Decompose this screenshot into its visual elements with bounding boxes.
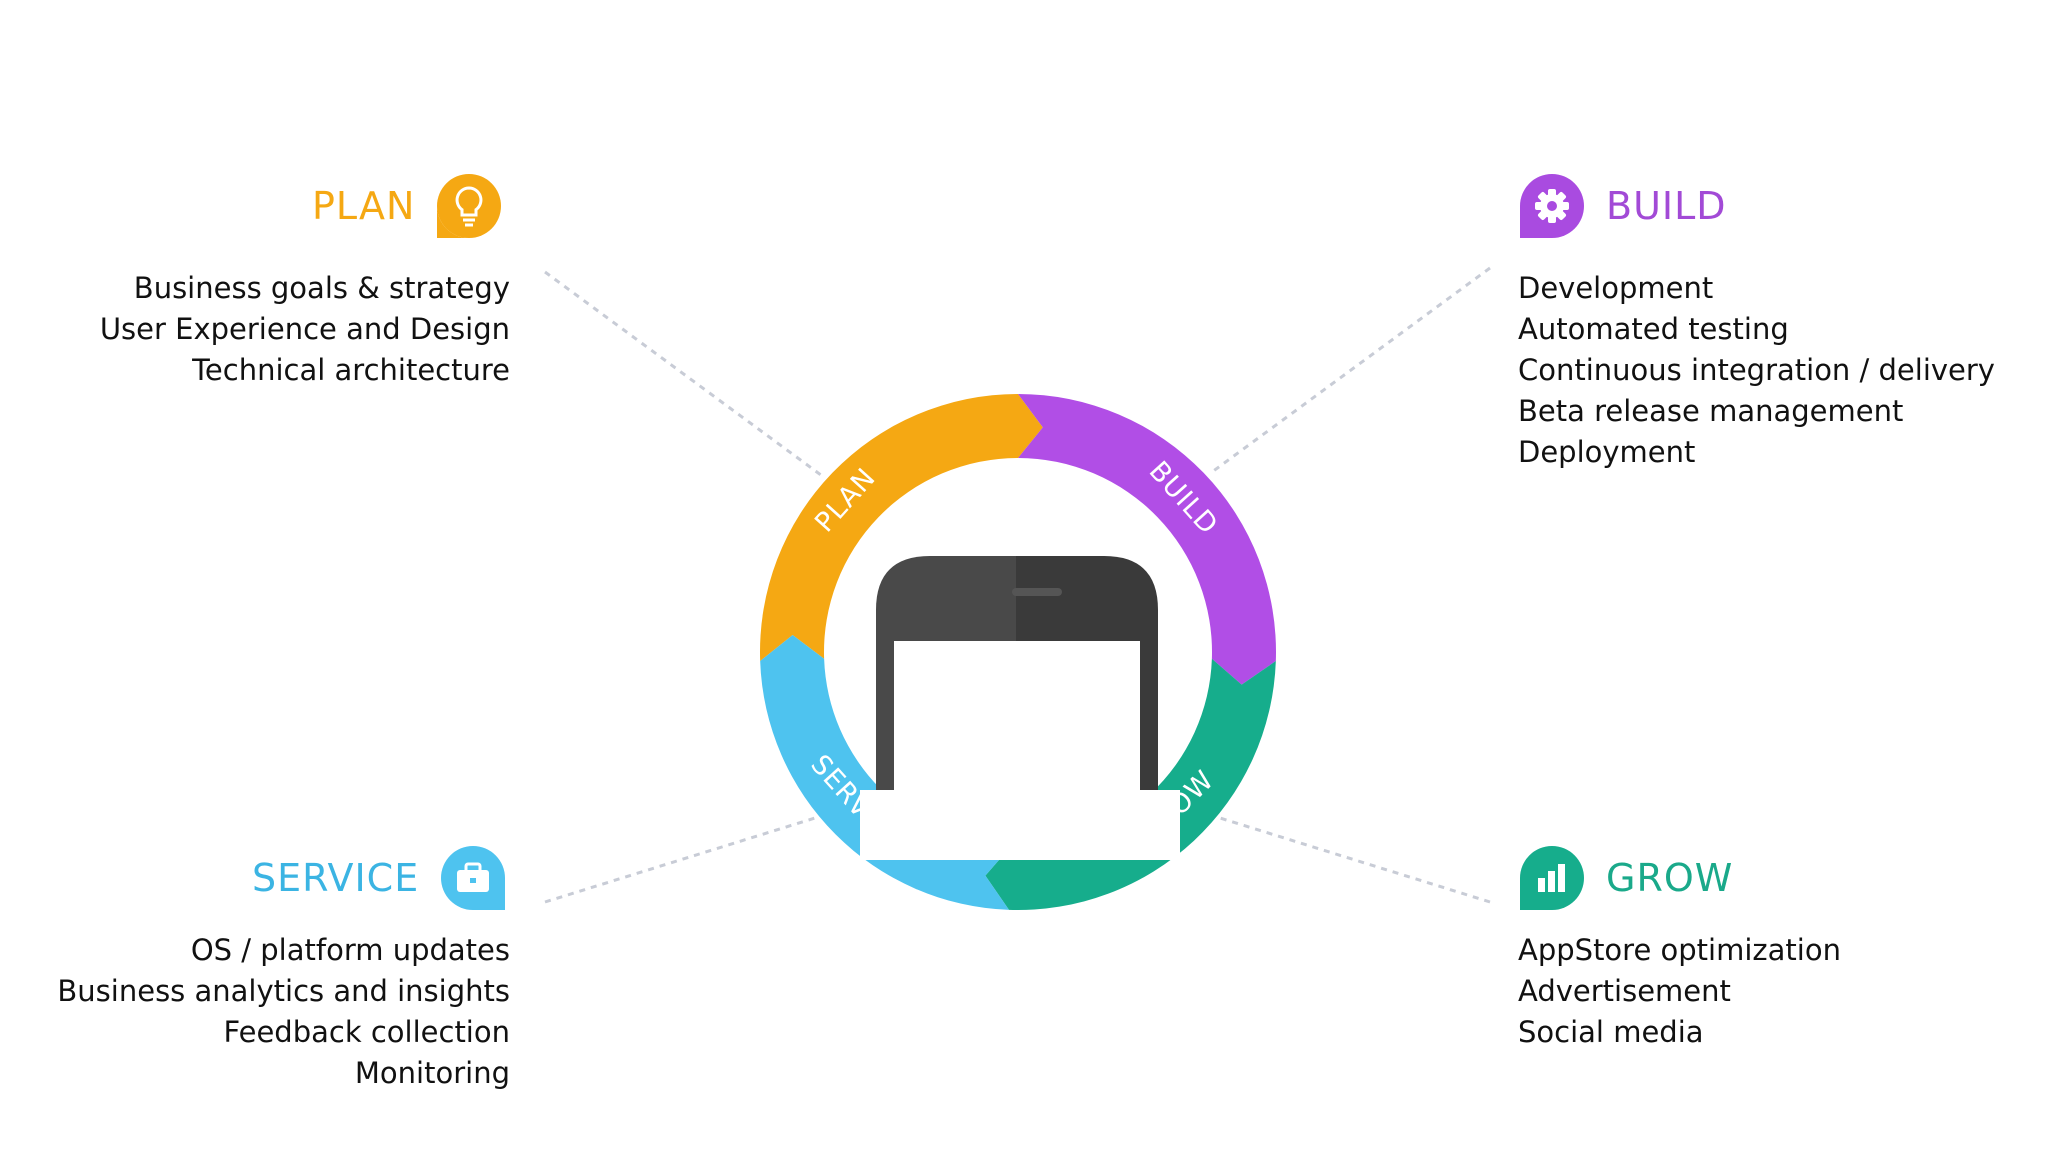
ring-segment-plan (760, 394, 1043, 662)
list-item: Business analytics and insights (57, 974, 510, 1008)
briefcase-icon (439, 844, 507, 912)
service-list: OS / platform updates Business analytics… (57, 930, 510, 1094)
list-item: Business goals & strategy (133, 271, 510, 305)
list-item: Deployment (1518, 435, 1696, 469)
phone-bottom-mask (860, 790, 1180, 860)
connector-plan (544, 270, 826, 480)
list-item: OS / platform updates (190, 933, 510, 967)
grow-header: GROW (1518, 844, 1733, 912)
list-item: Technical architecture (192, 353, 510, 387)
gear-icon (1518, 172, 1586, 240)
list-item: Advertisement (1518, 974, 1731, 1008)
plan-title: PLAN (312, 184, 416, 228)
build-title: BUILD (1606, 184, 1727, 228)
connector-service (544, 816, 816, 904)
grow-title: GROW (1606, 856, 1734, 900)
list-item: User Experience and Design (99, 312, 510, 346)
service-title: SERVICE (252, 856, 420, 900)
service-header: SERVICE (252, 844, 507, 912)
connector-grow (1219, 816, 1491, 904)
list-item: Beta release management (1518, 394, 1904, 428)
build-list: Development Automated testing Continuous… (1518, 268, 1995, 473)
plan-header: PLAN (312, 172, 503, 240)
list-item: Monitoring (354, 1056, 510, 1090)
list-item: Continuous integration / delivery (1518, 353, 1995, 387)
phone-speaker (1012, 588, 1062, 596)
bar-chart-icon (1518, 844, 1586, 912)
ring-segment-build (1018, 394, 1276, 685)
plan-list: Business goals & strategy User Experienc… (100, 268, 510, 391)
list-item: Automated testing (1518, 312, 1789, 346)
grow-list: AppStore optimization Advertisement Soci… (1518, 930, 1841, 1053)
build-header: BUILD (1518, 172, 1727, 240)
phone-illustration (860, 556, 1180, 860)
connector-build (1211, 266, 1491, 474)
list-item: AppStore optimization (1518, 933, 1841, 967)
list-item: Feedback collection (223, 1015, 510, 1049)
list-item: Development (1518, 271, 1714, 305)
list-item: Social media (1518, 1015, 1704, 1049)
lightbulb-icon (435, 172, 503, 240)
